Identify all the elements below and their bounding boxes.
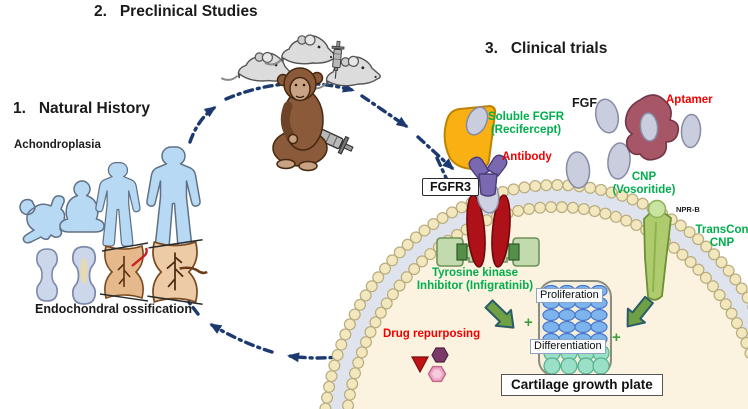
membrane-tails	[328, 188, 748, 409]
cnp-vosoritide-label: CNP (Vosoritide)	[598, 171, 690, 197]
bone-stage3	[99, 242, 149, 302]
transcon-line1: TransCon	[695, 224, 748, 236]
membrane-beads-inner	[342, 202, 748, 409]
toddler-silhouette	[59, 180, 105, 233]
fgf-ligand	[639, 112, 659, 142]
drug-repurposing-molecules	[411, 347, 449, 383]
purple-hexagon-molecule	[431, 347, 449, 363]
arrow-tki-to-plate	[484, 299, 515, 329]
antibody-label: Antibody	[502, 151, 552, 163]
antibody-shape	[468, 154, 508, 197]
plus-sign-left: +	[524, 314, 533, 331]
achondroplasia-label: Achondroplasia	[14, 139, 101, 151]
soluble-fgfr-line1: Soluble FGFR	[487, 111, 565, 123]
adult-silhouette	[146, 146, 201, 249]
arrow-to-fgfr3	[416, 135, 455, 171]
fgf-ligands-free	[565, 98, 702, 189]
effect-arrows	[484, 295, 654, 329]
dash-near-fgfr3	[435, 156, 449, 182]
drug-repurposing-label: Drug repurposing	[383, 328, 481, 340]
bone-stage2	[71, 245, 97, 305]
baby-silhouette	[19, 195, 66, 244]
pink-hexagon-molecule	[427, 365, 447, 383]
soluble-fgfr-line2: (Recifercept)	[490, 124, 562, 137]
section-title-clinical: 3. Clinical trials	[485, 40, 608, 57]
fgfr3-receptor-complex	[436, 154, 540, 268]
cnp-ligand-ball	[647, 199, 667, 219]
arrow-cell-to-bone-2	[209, 323, 274, 354]
fgfr3-label-box: FGFR3	[422, 178, 479, 197]
fgf-ligand	[465, 106, 489, 136]
nprb-receptor-complex	[643, 199, 672, 301]
arrow-preclinical-to-clinical	[360, 94, 409, 128]
section-title-natural-history: 1. Natural History	[13, 100, 150, 117]
proliferation-label-box: Proliferation	[536, 288, 603, 303]
tki-line2: Inhibitor (Infigratinib)	[416, 280, 534, 293]
tki-label: Tyrosine kinase Inhibitor (Infigratinib)	[400, 267, 550, 293]
child-silhouette	[95, 162, 141, 247]
tki-line1: Tyrosine kinase	[431, 267, 519, 279]
section-title-preclinical: 2. Preclinical Studies	[94, 3, 258, 20]
transcon-line2: CNP	[709, 237, 735, 250]
tki-clamp-left	[436, 237, 474, 267]
transcon-cnp-label: TransCon CNP	[694, 224, 748, 250]
nprb-label: NPR-B	[676, 205, 700, 214]
fgf-label: FGF	[572, 96, 597, 110]
differentiation-label-box: Differentiation	[530, 339, 606, 354]
bone-stage1	[36, 248, 58, 302]
extracellular-molecules	[443, 94, 702, 189]
nprb-shading	[652, 221, 657, 293]
cnp-line2: (Vosoritide)	[612, 184, 676, 197]
arrow-nprb-to-plate	[626, 295, 654, 328]
growth-silhouettes	[19, 146, 201, 249]
preclinical-animals	[220, 34, 382, 172]
monkey-icon	[272, 67, 328, 172]
membrane-beads-outer	[320, 180, 748, 409]
cnp-line1: CNP	[631, 171, 657, 183]
aptamer-blob	[624, 94, 680, 161]
dash-to-bone	[186, 299, 200, 316]
endochondral-ossification-bones	[36, 239, 208, 305]
soluble-fgfr-label: Soluble FGFR (Recifercept)	[482, 111, 570, 137]
cartilage-growth-plate-label-box: Cartilage growth plate	[501, 374, 663, 396]
red-triangle-molecule	[411, 356, 429, 374]
arrow-natural-to-preclinical	[188, 106, 217, 144]
tki-clamp-right	[502, 237, 540, 267]
aptamer-label: Aptamer	[666, 94, 713, 106]
plus-sign-right: +	[612, 329, 621, 346]
endochondral-ossification-label: Endochondral ossification	[35, 302, 192, 316]
fgfr3-receptor-right	[491, 194, 511, 268]
bone-stage4	[147, 239, 208, 305]
